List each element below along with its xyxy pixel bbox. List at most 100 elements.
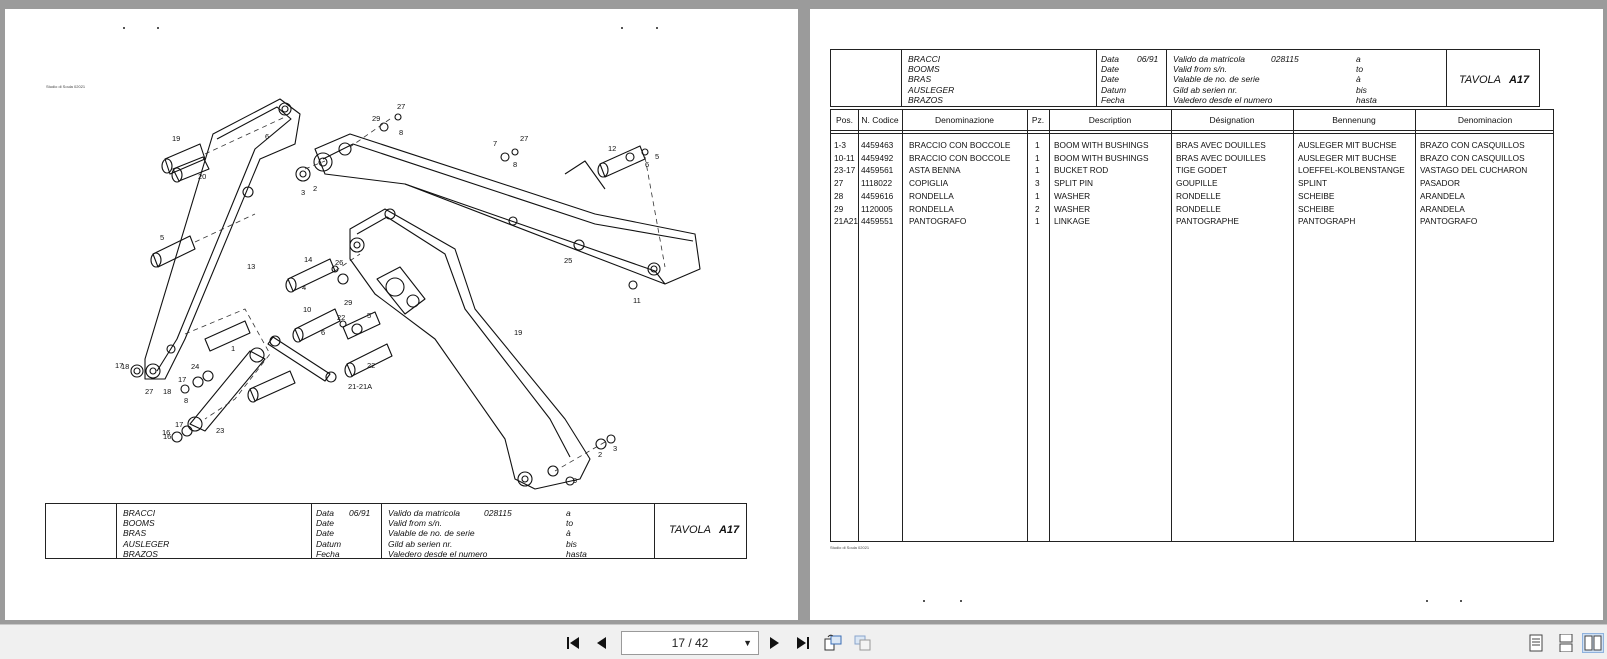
part-name-de: AUSLEGER — [908, 84, 955, 95]
last-page-button[interactable] — [792, 633, 814, 653]
title-block-right: BRACCI BOOMS BRAS AUSLEGER BRAZOS Data D… — [830, 49, 1540, 107]
boom-upper — [314, 133, 701, 285]
date-label: Date — [316, 528, 334, 539]
callout-label: 19 — [514, 328, 522, 337]
table-cell: 1 — [1035, 140, 1040, 150]
part-name-fr: BRAS — [123, 528, 147, 539]
date-label: Data — [1101, 54, 1119, 64]
date-label: Datum — [316, 538, 342, 549]
table-cell: 1118022 — [861, 178, 893, 189]
callout-label: 26 — [335, 258, 343, 267]
single-page-view-button[interactable] — [1525, 633, 1547, 653]
until-label: a — [1356, 54, 1361, 64]
table-cell: ARANDELA — [1420, 203, 1465, 214]
table-cell: 4459551 — [861, 216, 894, 227]
date-label: Date — [1101, 74, 1119, 85]
next-page-button[interactable] — [763, 633, 785, 653]
table-cell: BRAS AVEC DOUILLES — [1176, 140, 1266, 150]
valid-label: Valable de no. de serie — [388, 528, 475, 539]
table-cell: 2 — [1035, 203, 1040, 214]
callout-label: 19 — [172, 134, 180, 143]
table-cell: SPLIT PIN — [1054, 178, 1094, 189]
table-cell: ARANDELA — [1420, 190, 1465, 201]
table-cell: BRACCIO CON BOCCOLE — [909, 152, 1011, 163]
table-cell: 4459463 — [861, 140, 894, 150]
callout-label: 4 — [302, 283, 306, 292]
col-header-pos: Pos. — [835, 115, 853, 125]
callout-label: 24 — [191, 362, 199, 371]
callout-label: 16 — [163, 432, 171, 441]
valid-label: Valedero desde el numero — [1173, 94, 1273, 105]
until-label: à — [1356, 74, 1361, 85]
valid-label: Valido da matricola — [1173, 54, 1245, 64]
continuous-view-button[interactable] — [1555, 633, 1577, 653]
valid-label: Gild ab serien nr. — [388, 538, 453, 549]
date-label: Datum — [1101, 84, 1127, 95]
date-value: 06/91 — [1137, 54, 1159, 64]
until-label: à — [566, 528, 571, 539]
boom-left — [144, 98, 301, 380]
table-cell: RONDELLA — [909, 190, 954, 201]
pdf-toolbar: 17 / 42 ▼ — [0, 624, 1607, 659]
rotate-back-button[interactable] — [852, 633, 874, 653]
prev-page-icon — [597, 637, 606, 649]
rotate-back-icon — [854, 635, 871, 651]
table-cell: RONDELLE — [1176, 190, 1221, 201]
part-name-es: BRAZOS — [123, 548, 158, 559]
callout-label: 17 — [115, 361, 123, 370]
col-header-qty: Pz. — [1031, 115, 1045, 125]
part-name-fr: BRAS — [908, 74, 932, 85]
table-cell: BOOM WITH BUSHINGS — [1054, 140, 1149, 150]
callout-label: 29 — [344, 298, 352, 307]
callout-label: 18 — [121, 362, 129, 371]
table-cell: 27 — [834, 178, 844, 189]
until-label: hasta — [566, 548, 587, 559]
table-cell: 28 — [834, 190, 844, 201]
callout-label: 23 — [216, 426, 224, 435]
part-name-it: BRACCI — [908, 54, 941, 64]
table-cell: 1 — [1035, 190, 1040, 201]
callout-label: 16 — [162, 428, 170, 437]
chevron-down-icon[interactable]: ▼ — [743, 638, 752, 648]
table-cell: 29 — [834, 203, 844, 214]
callout-label: 3 — [301, 188, 305, 197]
callout-label: 5 — [367, 311, 371, 320]
col-header-denominazione: Denominazione — [934, 115, 995, 125]
two-page-icon — [1584, 635, 1602, 651]
table-cell: PANTOGRAFO — [909, 216, 967, 227]
table-cell: PASADOR — [1420, 178, 1460, 189]
continuous-page-icon — [1559, 634, 1573, 652]
first-page-icon — [567, 637, 579, 649]
callout-label: 17 — [175, 420, 183, 429]
callout-label: 27 — [145, 387, 153, 396]
first-page-button[interactable] — [562, 633, 584, 653]
two-page-view-button[interactable] — [1582, 633, 1604, 653]
callout-label: 9 — [573, 476, 577, 485]
parts-table: Pos. N. Codice Denominazione Pz. Descrip… — [830, 109, 1554, 542]
page-number-field[interactable]: 17 / 42 ▼ — [621, 631, 759, 655]
callout-label: 7 — [493, 139, 497, 148]
valid-label: Valid from s/n. — [388, 518, 443, 529]
table-cell: COPIGLIA — [909, 178, 949, 189]
last-page-icon — [797, 637, 809, 649]
callout-label: 22 — [367, 361, 375, 370]
table-cell: RONDELLE — [1176, 203, 1221, 214]
callout-label: 8 — [184, 396, 188, 405]
part-name-it: BRACCI — [123, 508, 156, 518]
callout-label: 3 — [613, 444, 617, 453]
table-cell: 1 — [1035, 216, 1040, 227]
callout-label: 29 — [372, 114, 380, 123]
page-indicator: 17 / 42 — [671, 636, 709, 650]
rotate-button[interactable] — [822, 633, 844, 653]
until-label: to — [566, 518, 574, 529]
callout-label: 2 — [598, 450, 602, 459]
until-label: hasta — [1356, 94, 1377, 105]
prev-page-button[interactable] — [591, 633, 613, 653]
